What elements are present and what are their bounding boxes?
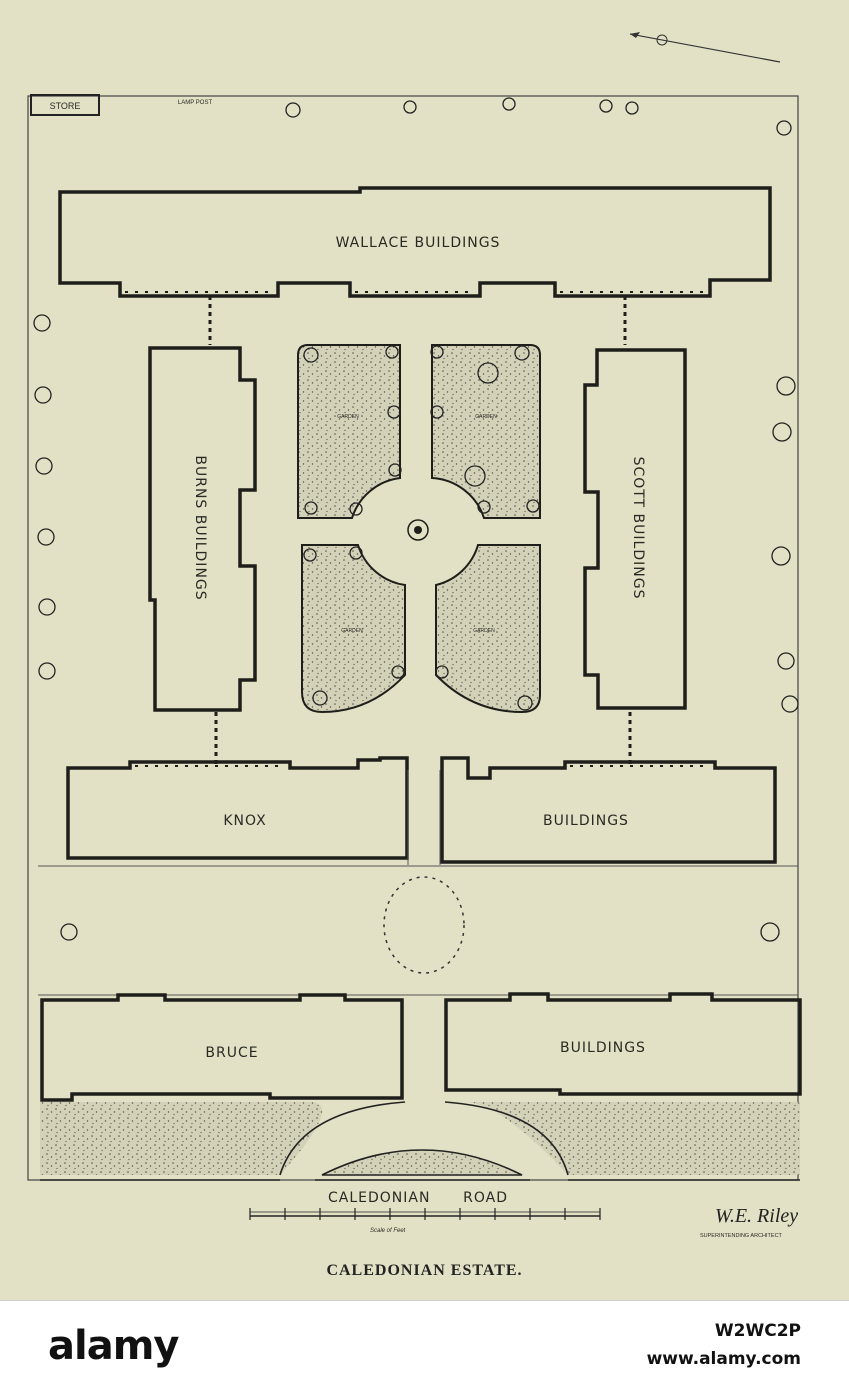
tree-icon [430,345,444,359]
tree-icon [599,99,613,113]
architect-title: SUPERINTENDING ARCHITECT [700,1233,783,1239]
tree-icon [781,695,799,713]
tree-icon [312,690,328,706]
trees [33,97,799,942]
tree-icon [60,923,78,941]
knox-label: KNOX [223,813,266,829]
tree-icon [526,499,540,513]
bruce-buildings-label: BUILDINGS [560,1040,646,1056]
central-gardens: GARDEN GARDEN GARDEN GARDEN [297,344,541,714]
tree-icon [625,101,639,115]
site-plan: STORE LAMP POST WALLACE BUILDINGS BURNS … [27,32,802,1239]
tree-icon [385,345,399,359]
approach-curve [279,1101,569,1176]
garden-label-se: GARDEN [473,628,495,634]
knox-building-east [440,756,777,864]
central-oval [383,876,465,974]
tree-icon [285,102,301,118]
lamp-post-label: LAMP POST [178,100,213,106]
tree-icon [776,120,792,136]
tree-icon [303,548,317,562]
tree-icon [477,500,491,514]
knox-building-west [66,756,409,860]
tree-icon [33,314,51,332]
tree-icon [403,100,417,114]
tree-icon [37,528,55,546]
tree-icon [303,347,319,363]
tree-icon [502,97,516,111]
tree-icon [349,546,363,560]
scott-buildings [583,348,687,710]
tree-icon [391,665,405,679]
tree-icon [777,652,795,670]
scott-label: SCOTT BUILDINGS [630,457,646,600]
site-boundary [27,95,799,1181]
tree-icon [38,662,56,680]
architect-signature: W.E. Riley [715,1205,798,1227]
bruce-building-west [40,993,404,1102]
burns-buildings [148,346,257,712]
front-garden-west [40,1102,323,1175]
fountain-icon [407,519,429,541]
knox-buildings-label: BUILDINGS [543,813,629,829]
north-arrow-icon [629,32,781,63]
scale-label: Scale of Feet [370,1228,406,1234]
tree-icon [430,405,444,419]
tree-icon [38,598,56,616]
tree-icon [388,463,402,477]
garden-ne [431,344,541,519]
garden-nw [297,344,401,519]
stock-url: www.alamy.com [646,1349,801,1369]
tree-icon [760,922,780,942]
plan-caption: CALEDONIAN ESTATE. [326,1262,523,1279]
tree-icon [464,465,486,487]
garden-se [435,544,541,714]
bruce-label: BRUCE [205,1045,258,1061]
bruce-building-east [444,992,802,1096]
store-label: STORE [50,101,81,111]
tree-icon [477,362,499,384]
garden-label-ne: GARDEN [475,414,497,420]
tree-icon [517,695,533,711]
plan-sheet: STORE LAMP POST WALLACE BUILDINGS BURNS … [0,0,849,1300]
tree-icon [776,376,796,396]
wallace-buildings [58,186,772,298]
burns-label: BURNS BUILDINGS [192,455,208,600]
garden-sw [301,544,406,714]
tree-icon [387,405,401,419]
wallace-label: WALLACE BUILDINGS [336,235,501,251]
garden-label-nw: GARDEN [337,414,359,420]
stock-logo: alamy [48,1323,179,1369]
tree-icon [35,457,53,475]
road-forecourt [321,1149,523,1176]
store-box [30,94,100,116]
tree-icon [304,501,318,515]
garden-label-sw: GARDEN [341,628,363,634]
scale-bar: Scale of Feet [249,1208,601,1234]
tree-icon [435,665,449,679]
tree-icon [514,345,530,361]
tree-icon [349,502,363,516]
road-label: CALEDONIAN ROAD [328,1190,508,1206]
tree-icon [771,546,791,566]
image-id: W2WC2P [714,1321,801,1341]
tree-icon [772,422,792,442]
front-garden-east [465,1102,800,1175]
stock-footer: alamy W2WC2P www.alamy.com [0,1300,849,1391]
tree-icon [34,386,52,404]
